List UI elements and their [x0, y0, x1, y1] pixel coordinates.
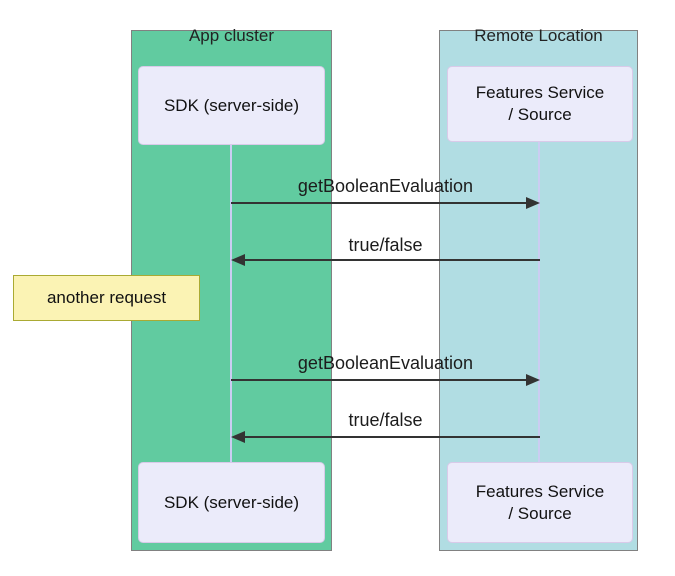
arrowhead-left-icon	[231, 254, 245, 266]
message-arrow-line	[244, 259, 540, 261]
message-label-true-false-1: true/false	[348, 235, 423, 255]
group-title-remote-location: Remote Location	[474, 26, 603, 45]
message-arrow-line	[244, 436, 540, 438]
actor-label: SDK (server-side)	[163, 492, 300, 512]
arrowhead-left-icon	[231, 431, 245, 443]
actor-label: SDK (server-side)	[163, 95, 300, 115]
lifeline-features-service	[538, 142, 540, 463]
arrowhead-right-icon	[526, 374, 540, 386]
group-title-app-cluster: App cluster	[188, 26, 275, 45]
message-arrow-line	[231, 202, 527, 204]
arrowhead-right-icon	[526, 197, 540, 209]
actor-features-service-top: Features Service / Source	[447, 66, 633, 142]
actor-features-service-bottom: Features Service / Source	[447, 462, 633, 543]
message-label-get-boolean-evaluation-1: getBooleanEvaluation	[297, 176, 474, 196]
note-label: another request	[46, 288, 167, 307]
message-label-get-boolean-evaluation-2: getBooleanEvaluation	[297, 353, 474, 373]
message-label-true-false-2: true/false	[348, 410, 423, 430]
message-arrow-line	[231, 379, 527, 381]
lifeline-sdk	[230, 145, 232, 462]
note-another-request: another request	[13, 275, 200, 321]
actor-label-line1: Features Service	[475, 481, 605, 501]
actor-sdk-bottom: SDK (server-side)	[138, 462, 325, 543]
actor-label-line1: Features Service	[475, 83, 605, 102]
actor-sdk-top: SDK (server-side)	[138, 66, 325, 145]
actor-label-line2: / Source	[508, 503, 572, 523]
actor-label-line2: / Source	[508, 105, 572, 124]
